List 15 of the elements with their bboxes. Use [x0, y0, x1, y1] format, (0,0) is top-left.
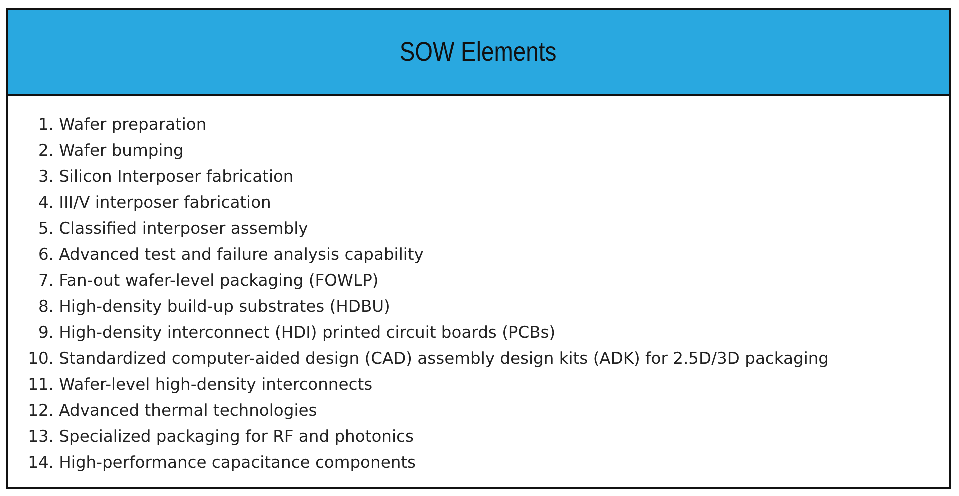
- list-item: 7. Fan-out wafer-level packaging (FOWLP): [37, 270, 380, 292]
- list-item: 12. Advanced thermal technologies: [27, 400, 318, 422]
- list-item: 4. III/V interposer fabrication: [37, 192, 272, 214]
- list-item: 6. Advanced test and failure analysis capability: [37, 244, 425, 266]
- list-item: 1. Wafer preparation: [37, 114, 208, 136]
- table-title: SOW Elements: [400, 36, 557, 68]
- list-item: 11. Wafer-level high-density interconnects: [27, 374, 374, 396]
- list-item: 5. Classified interposer assembly: [37, 218, 310, 240]
- list-item: 3. Silicon Interposer fabrication: [37, 166, 295, 188]
- list-item: 10. Standardized computer-aided design (CAD) assembly design kits (ADK) for 2.5D/3D packaging: [27, 348, 830, 370]
- list-item: 14. High-performance capacitance components: [27, 452, 418, 474]
- list-item: 9. High-density interconnect (HDI) printed circuit boards (PCBs): [37, 322, 557, 344]
- list-item: 13. Specialized packaging for RF and photonics: [27, 426, 415, 448]
- list-item: 8. High-density build-up substrates (HDBU): [37, 296, 392, 318]
- list-item: 2. Wafer bumping: [37, 140, 185, 162]
